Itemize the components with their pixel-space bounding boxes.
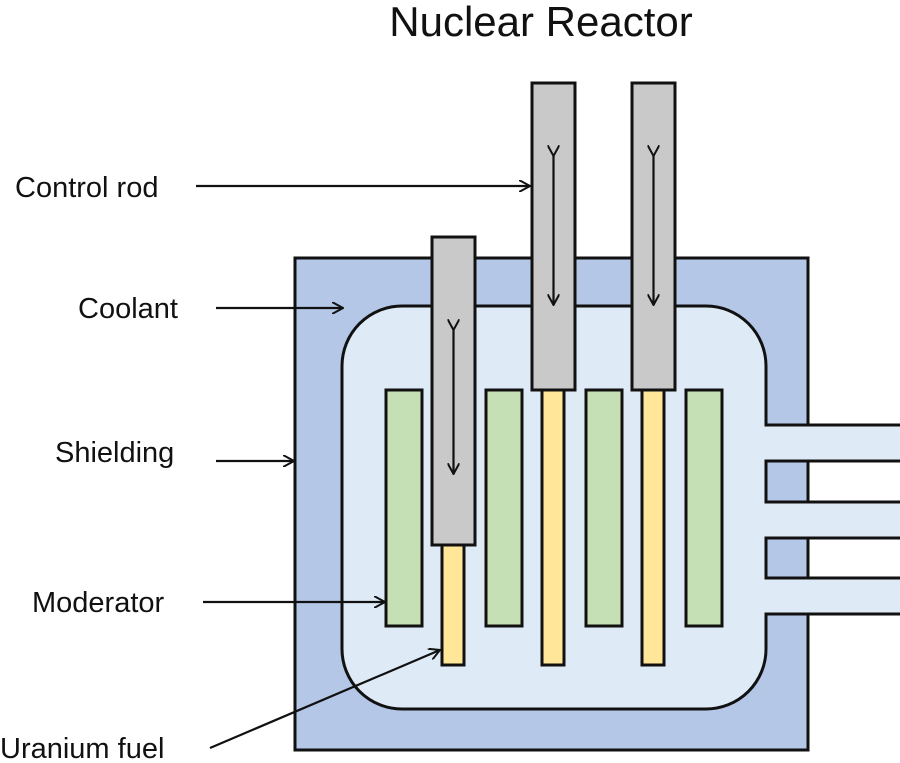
moderator-block: [384, 388, 424, 628]
moderator-blocks: [384, 388, 724, 628]
label-leader-arrows: [196, 186, 530, 750]
label-moderator: Moderator: [32, 587, 165, 619]
arrow-uranium-fuel: [209, 650, 440, 750]
diagram-title: Nuclear Reactor: [389, 0, 692, 45]
coolant-pipes: [762, 423, 900, 616]
label-shielding: Shielding: [55, 437, 174, 469]
label-uranium-fuel: Uranium fuel: [0, 733, 164, 763]
moderator-block: [684, 388, 724, 628]
uranium-fuel-rod: [540, 388, 566, 667]
coolant-pipe-lower: [762, 576, 900, 616]
label-coolant: Coolant: [78, 293, 178, 325]
control-rod-movement-arrows: [454, 156, 654, 474]
moderator-block: [584, 388, 624, 628]
label-control-rod: Control rod: [15, 172, 158, 204]
uranium-fuel-rod: [440, 543, 466, 667]
uranium-fuel-rod: [640, 388, 666, 667]
coolant-pipe-middle: [762, 500, 900, 540]
coolant-pipe-upper: [762, 423, 900, 463]
moderator-block: [484, 388, 524, 628]
control-rods: [430, 81, 677, 547]
